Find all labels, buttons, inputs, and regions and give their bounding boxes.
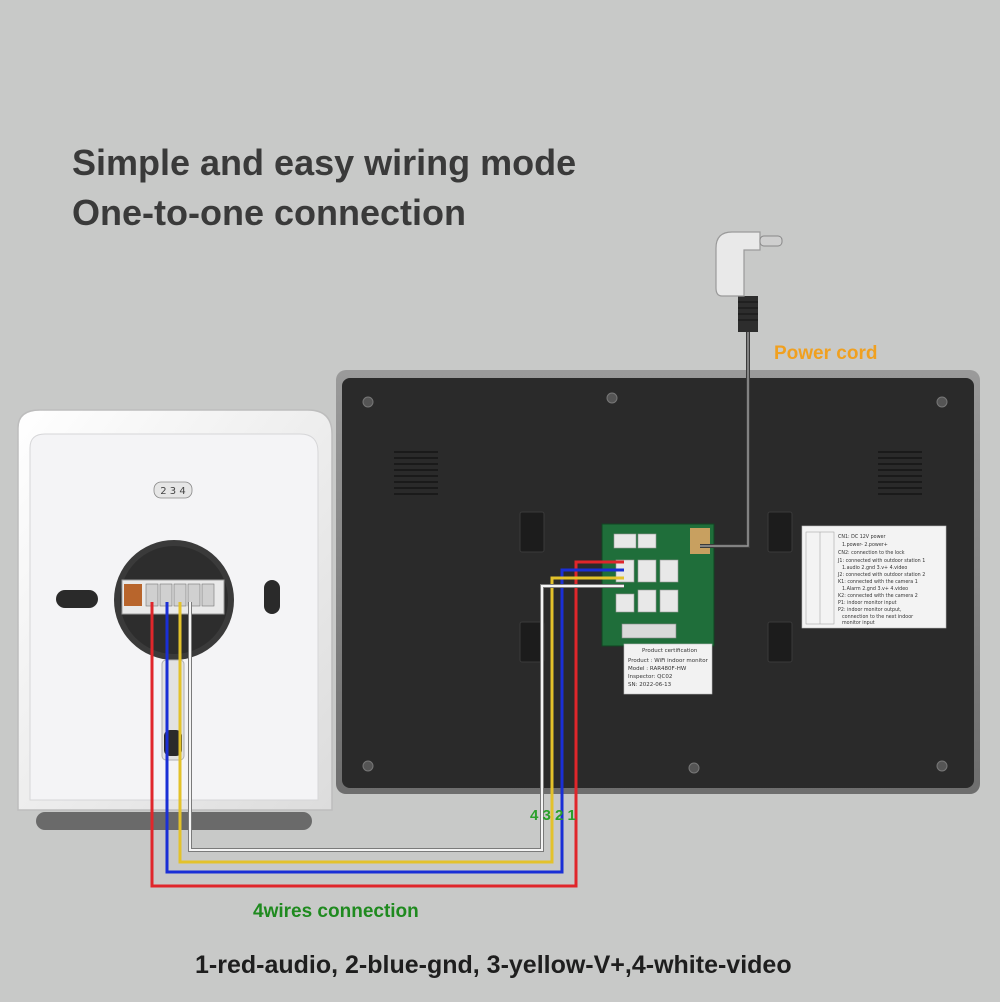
terminal-number-text: 2 3 4 (160, 486, 185, 497)
terminal-block-icon (121, 579, 225, 615)
spec-line: monitor input (842, 620, 875, 626)
outdoor-station-bottom-lip (36, 812, 312, 830)
spec-line: J1: connected with outdoor station 1 (837, 558, 925, 564)
spec-line: 1.power- 2.power+ (842, 542, 888, 548)
sticker-line: Model : RAR480F-HW (628, 666, 687, 672)
wire-color-legend: 1-red-audio, 2-blue-gnd, 3-yellow-V+,4-w… (195, 951, 792, 979)
spec-card: CN1: DC 12V power 1.power- 2.power+ CN2:… (801, 525, 947, 629)
sticker-line: SN: 2022-06-13 (628, 682, 672, 688)
sticker-line: Product certification (642, 648, 698, 654)
power-plug-icon (700, 231, 783, 548)
speaker-grille-icon (394, 451, 922, 495)
spec-line: K1: connected with the camera 1 (838, 579, 918, 585)
connection-label: 4wires connection (253, 901, 419, 922)
wire-white-video (189, 585, 624, 851)
right-slot (264, 580, 280, 614)
spec-line: J2: connected with outdoor station 2 (837, 572, 925, 578)
wire-blue-gnd (165, 568, 624, 874)
power-cord-label: Power cord (774, 343, 877, 364)
terminal-number-tag (153, 481, 193, 499)
title-line-2: One-to-one connection (72, 192, 466, 233)
svg-text:CN1: DC 12V power 1.po: CN1: DC 12V power 1.power- 2.power+ CN2:… (837, 534, 927, 626)
left-slot (56, 590, 98, 608)
title-line-1: Simple and easy wiring mode (72, 142, 577, 183)
wires (150, 560, 624, 888)
outdoor-station: 2 3 4 (17, 409, 333, 830)
spec-line: P1: indoor monitor input (838, 600, 897, 606)
spec-line: K2: connected with the camera 2 (838, 593, 918, 599)
spec-line: connection to the next indoor (842, 614, 913, 620)
spec-line: CN1: DC 12V power (838, 534, 885, 540)
screw-icon (362, 392, 948, 774)
wire-red-audio (150, 560, 624, 888)
sticker-line: Inspector: QC02 (628, 674, 672, 680)
sticker-line: Product : WiFi indoor monitor (628, 658, 709, 664)
indoor-monitor: Product certification Product : WiFi ind… (336, 370, 980, 794)
product-certification-sticker: Product certification Product : WiFi ind… (623, 643, 713, 695)
wire-yellow-v-plus (178, 576, 624, 864)
spec-line: P2: indoor monitor output, (838, 607, 902, 613)
svg-text:Product certification: Product certification Product : WiFi ind… (628, 648, 710, 688)
wire-number-label: 4 3 2 1 (530, 807, 576, 824)
mounting-hooks (519, 511, 793, 663)
spec-line: CN2: connection to the lock (838, 550, 905, 556)
spec-line: 1.Alarm 2.gnd 3.v+ 4.video (842, 586, 908, 592)
spec-line: 1.audio 2.gnd 3.v+ 4.video (842, 565, 907, 571)
circuit-board (601, 523, 715, 647)
